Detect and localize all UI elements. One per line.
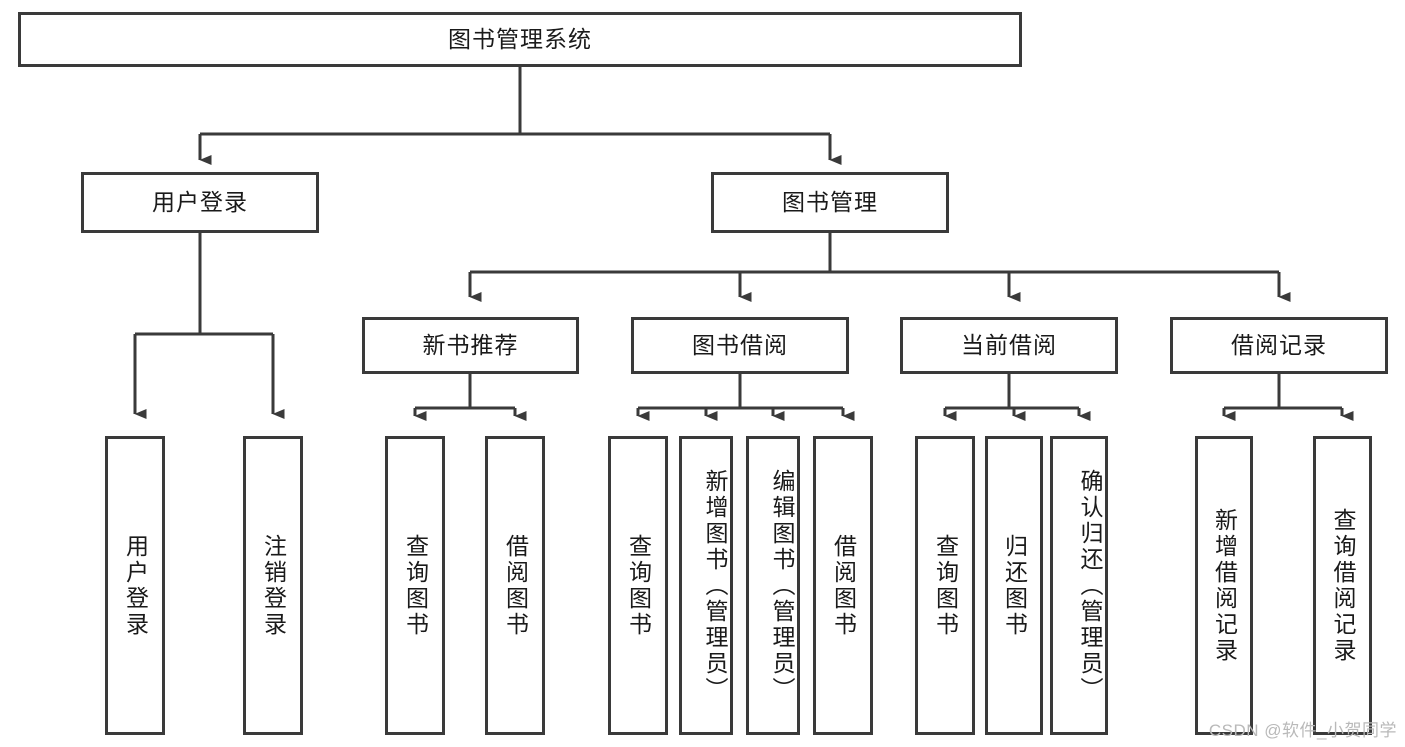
node-user-login[interactable]: 用户登录 xyxy=(81,172,319,233)
node-current-borrow-label: 当前借阅 xyxy=(961,331,1057,358)
watermark: CSDN @软件_小贺同学 xyxy=(1208,721,1397,740)
leaf-confirm-return-admin[interactable]: 确认归还（管理员） xyxy=(1050,436,1108,735)
leaf-return-book[interactable]: 归还图书 xyxy=(985,436,1043,735)
node-book-borrow[interactable]: 图书借阅 xyxy=(631,317,849,374)
leaf-borrow-book[interactable]: 借阅图书 xyxy=(813,436,873,735)
leaf-add-borrow-record[interactable]: 新增借阅记录 xyxy=(1195,436,1253,735)
node-borrow-records[interactable]: 借阅记录 xyxy=(1170,317,1388,374)
leaf-query-book-borrow[interactable]: 查询图书 xyxy=(608,436,668,735)
leaf-query-book-recommend[interactable]: 查询图书 xyxy=(385,436,445,735)
node-root[interactable]: 图书管理系统 xyxy=(18,12,1022,67)
leaf-label: 查询图书 xyxy=(932,533,959,638)
leaf-label: 用户登录 xyxy=(122,533,149,638)
leaf-label: 借阅图书 xyxy=(830,533,857,638)
leaf-label: 查询图书 xyxy=(625,533,652,638)
node-book-management-label: 图书管理 xyxy=(782,188,878,215)
leaf-label: 归还图书 xyxy=(1001,533,1028,638)
node-new-book-recommend[interactable]: 新书推荐 xyxy=(362,317,579,374)
leaf-query-book-current[interactable]: 查询图书 xyxy=(915,436,975,735)
node-user-login-label: 用户登录 xyxy=(152,188,248,215)
leaf-label: 查询图书 xyxy=(402,533,429,638)
leaf-label: 注销登录 xyxy=(260,533,287,638)
node-borrow-records-label: 借阅记录 xyxy=(1231,331,1327,358)
leaf-edit-book-admin[interactable]: 编辑图书（管理员） xyxy=(746,436,800,735)
leaf-query-borrow-record[interactable]: 查询借阅记录 xyxy=(1313,436,1372,735)
leaf-label: 确认归还（管理员） xyxy=(1077,468,1103,703)
leaf-logout[interactable]: 注销登录 xyxy=(243,436,303,735)
leaf-label: 查询借阅记录 xyxy=(1330,507,1357,664)
leaf-user-login[interactable]: 用户登录 xyxy=(105,436,165,735)
leaf-label: 新增图书（管理员） xyxy=(702,468,728,703)
node-current-borrow[interactable]: 当前借阅 xyxy=(900,317,1118,374)
leaf-borrow-book-recommend[interactable]: 借阅图书 xyxy=(485,436,545,735)
leaf-label: 借阅图书 xyxy=(502,533,529,638)
node-book-borrow-label: 图书借阅 xyxy=(692,331,788,358)
leaf-label: 编辑图书（管理员） xyxy=(769,468,795,703)
leaf-label: 新增借阅记录 xyxy=(1211,507,1238,664)
leaf-add-book-admin[interactable]: 新增图书（管理员） xyxy=(679,436,733,735)
node-new-book-recommend-label: 新书推荐 xyxy=(422,331,519,358)
node-book-management[interactable]: 图书管理 xyxy=(711,172,949,233)
node-root-label: 图书管理系统 xyxy=(448,25,592,52)
